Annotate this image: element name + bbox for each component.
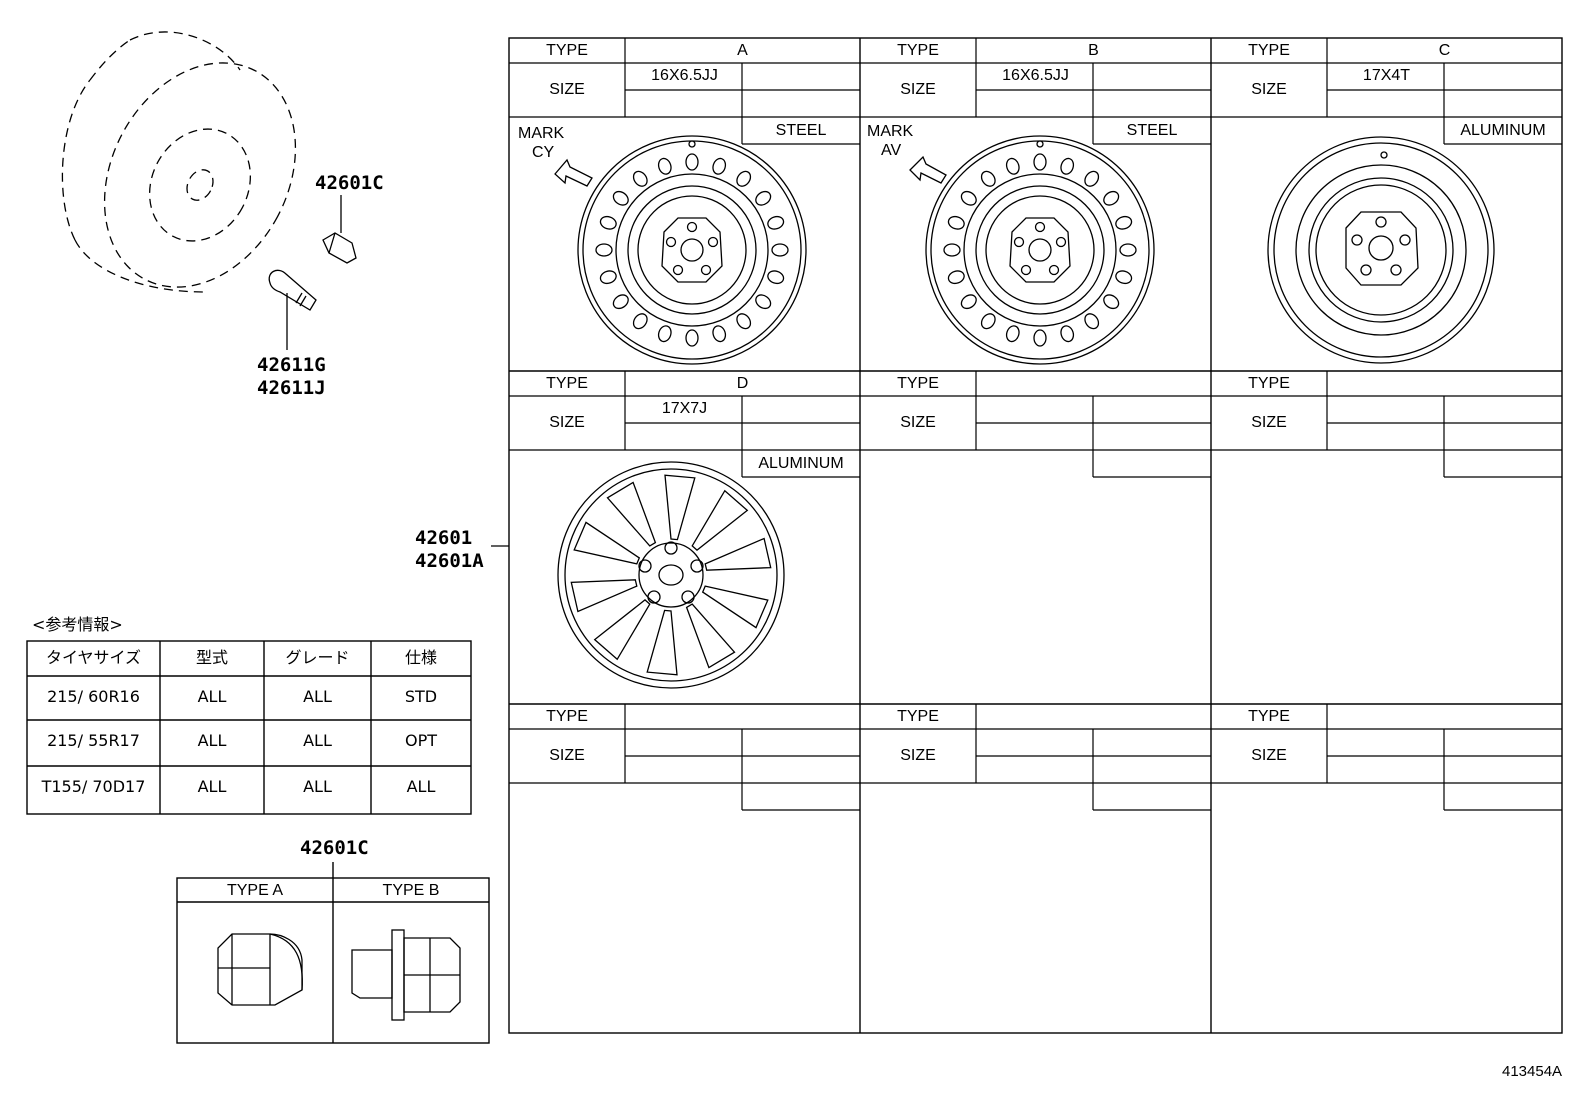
part-number-valve-2: 42611J xyxy=(257,377,326,399)
type-label-3: TYPE xyxy=(546,375,588,392)
size-value-0: 16X6.5JJ xyxy=(651,67,718,84)
size-value-2: 17X4T xyxy=(1362,67,1411,84)
size-value-1: 16X6.5JJ xyxy=(1002,67,1069,84)
valve-stem xyxy=(268,269,317,350)
nut-table-title: 42601C xyxy=(300,837,369,859)
size-label-7: SIZE xyxy=(900,747,936,764)
material-1: STEEL xyxy=(1126,122,1178,139)
type-value-3: D xyxy=(736,375,749,392)
tire-illustration xyxy=(61,31,297,293)
mark-code-a: CY xyxy=(532,144,555,161)
size-label-5: SIZE xyxy=(1251,414,1287,431)
ref-cell-2-3: ALL xyxy=(406,777,436,796)
ref-header-3: 仕様 xyxy=(404,648,437,667)
part-number-wheel-alt: 42601A xyxy=(415,550,484,572)
type-label-2: TYPE xyxy=(1248,42,1290,59)
ref-cell-1-1: ALL xyxy=(197,731,227,750)
wheel-c-aluminum xyxy=(1267,136,1495,364)
nut-type-table-lines xyxy=(176,862,490,1044)
nut-type-a-label: TYPE A xyxy=(226,882,284,899)
nut-type-b-label: TYPE B xyxy=(382,882,440,899)
diagram-id: 413454A xyxy=(1502,1063,1563,1080)
type-label-4: TYPE xyxy=(897,375,939,392)
ref-header-0: タイヤサイズ xyxy=(45,648,142,667)
ref-header-1: 型式 xyxy=(195,648,228,667)
wheel-a-steel xyxy=(577,135,807,365)
type-label-7: TYPE xyxy=(897,708,939,725)
type-label-8: TYPE xyxy=(1248,708,1290,725)
part-number-wheel: 42601 xyxy=(415,527,473,549)
ref-cell-1-2: ALL xyxy=(303,731,332,750)
size-label-1: SIZE xyxy=(900,81,936,98)
nut-type-a-drawing xyxy=(217,933,303,1006)
type-label-0: TYPE xyxy=(546,42,588,59)
type-value-0: A xyxy=(737,42,748,59)
mark-arrow-b xyxy=(909,155,947,184)
size-label-6: SIZE xyxy=(549,747,585,764)
ref-cell-1-3: OPT xyxy=(404,731,437,750)
ref-cell-2-2: ALL xyxy=(303,777,332,796)
type-value-2: C xyxy=(1438,42,1451,59)
ref-header-2: グレード xyxy=(285,648,350,667)
ref-cell-0-2: ALL xyxy=(303,687,332,706)
ref-cell-0-0: 215/ 60R16 xyxy=(47,687,140,706)
size-label-4: SIZE xyxy=(900,414,936,431)
mark-label-b: MARK xyxy=(867,123,914,140)
lug-nut-small xyxy=(322,195,357,264)
mark-arrow-a xyxy=(554,158,593,187)
type-value-1: B xyxy=(1088,42,1099,59)
material-0: STEEL xyxy=(775,122,827,139)
type-label-6: TYPE xyxy=(546,708,588,725)
material-2: ALUMINUM xyxy=(1460,122,1546,139)
wheel-b-steel xyxy=(925,135,1155,365)
ref-cell-0-1: ALL xyxy=(197,687,227,706)
main-grid xyxy=(508,37,1563,1034)
reference-title: <参考情報> xyxy=(32,615,123,634)
size-label-3: SIZE xyxy=(549,414,585,431)
ref-cell-0-3: STD xyxy=(404,687,438,706)
size-label-0: SIZE xyxy=(549,81,585,98)
cell-headers xyxy=(509,38,1562,811)
material-3: ALUMINUM xyxy=(758,455,844,472)
type-label-5: TYPE xyxy=(1248,375,1290,392)
type-label-1: TYPE xyxy=(897,42,939,59)
size-label-2: SIZE xyxy=(1251,81,1287,98)
ref-cell-1-0: 215/ 55R17 xyxy=(47,731,140,750)
reference-table-lines xyxy=(26,640,472,815)
ref-cell-2-0: T155/ 70D17 xyxy=(41,777,146,796)
wheel-d-alloy xyxy=(557,461,785,689)
mark-label-a: MARK xyxy=(518,125,565,142)
mark-code-b: AV xyxy=(881,142,902,159)
size-label-8: SIZE xyxy=(1251,747,1287,764)
part-number-valve-1: 42611G xyxy=(257,354,326,376)
part-number-nut: 42601C xyxy=(315,172,384,194)
ref-cell-2-1: ALL xyxy=(197,777,227,796)
nut-type-b-drawing xyxy=(351,929,461,1021)
size-value-3: 17X7J xyxy=(661,400,708,417)
